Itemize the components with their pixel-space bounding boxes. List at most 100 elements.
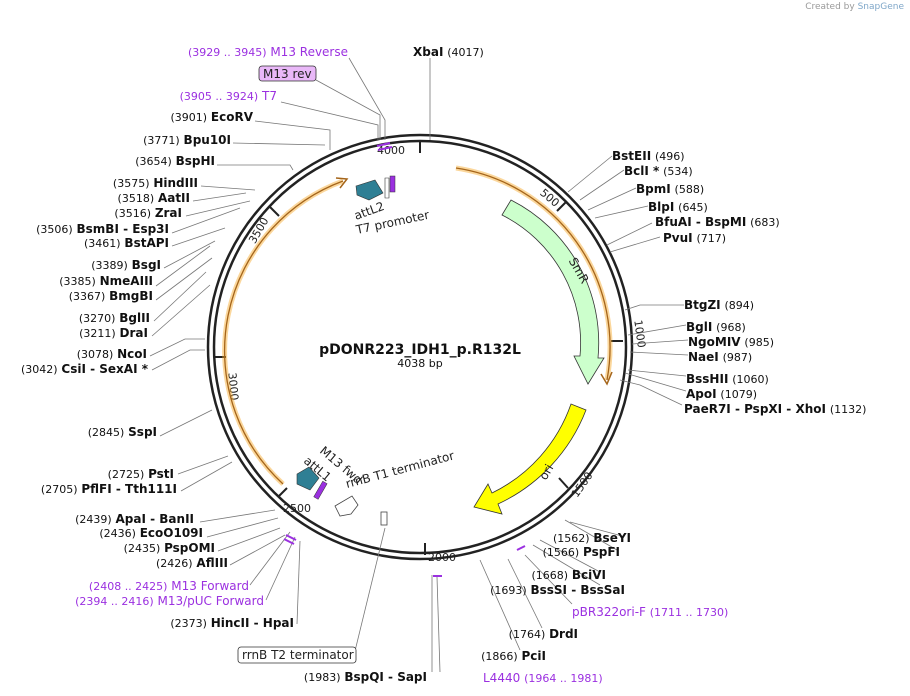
site-label: BclI * (534): [624, 164, 693, 178]
site-label: (2725) PstI: [108, 467, 174, 481]
site-label: (1983) BspQI - SapI: [304, 670, 427, 684]
site-name: Bpu10I: [184, 133, 231, 147]
orf-arc-right-head: [600, 371, 613, 386]
attl1-arrow: [296, 466, 320, 491]
site-label: (1562) BseYI: [553, 531, 631, 545]
ori-feature-arrow: [473, 403, 587, 515]
plasmid-name: pDONR223_IDH1_p.R132L: [319, 342, 521, 358]
site-label: (2845) SspI: [88, 425, 157, 439]
primer-labels: (3929 .. 3945) M13 Reverse(3905 .. 3924)…: [75, 45, 728, 685]
site-label: BfuAI - BspMI (683): [655, 215, 780, 229]
site-name: BglII: [119, 311, 150, 325]
site-name: HincII - HpaI: [211, 616, 294, 630]
site-label: (2436) EcoO109I: [99, 526, 203, 540]
rrnb-t2-label: rrnB T2 terminator: [242, 648, 354, 662]
site-position: (3506): [36, 223, 73, 236]
site-label: BlpI (645): [648, 200, 708, 214]
site-name: BclI *: [624, 164, 660, 178]
site-label: (3367) BmgBI: [69, 289, 153, 303]
site-label: BtgZI (894): [684, 298, 754, 312]
site-position: (2435): [124, 542, 161, 555]
site-name: BpmI: [636, 182, 671, 196]
site-position: (2705): [41, 483, 78, 496]
site-labels: XbaI (4017)(3901) EcoRV(3771) Bpu10I(365…: [21, 45, 866, 684]
site-name: AatII: [158, 191, 190, 205]
site-name: PvuI: [663, 231, 693, 245]
site-position: (985): [744, 336, 774, 349]
site-label: (3575) HindIII: [113, 176, 198, 190]
site-name: CsiI - SexAI *: [61, 362, 148, 376]
tick-label-2000: 2000: [428, 551, 456, 564]
orf-arc-left: [222, 178, 344, 486]
primer-label: (2408 .. 2425) M13 Forward: [89, 579, 249, 593]
site-name: BstEII: [612, 149, 651, 163]
rrnb-t2-box: [237, 646, 357, 664]
site-name: PciI: [522, 649, 547, 663]
site-position: (1566): [543, 546, 580, 559]
backbone-outer: [206, 133, 634, 561]
credit-brand: SnapGene: [857, 2, 904, 12]
site-position: (1866): [481, 650, 518, 663]
site-position: (3901): [171, 111, 208, 124]
site-name: BglI: [686, 320, 712, 334]
site-position: (1764): [509, 628, 546, 641]
smr-feature-arrow: [501, 199, 605, 385]
site-name: NgoMIV: [688, 335, 741, 349]
site-name: DraI: [120, 326, 148, 340]
site-name: BstAPI: [124, 236, 169, 250]
site-name: XbaI: [413, 45, 443, 59]
site-label: (2426) AflIII: [156, 556, 228, 570]
site-label: (3506) BsmBI - Esp3I: [36, 222, 169, 236]
site-label: ApoI (1079): [686, 387, 757, 401]
snapgene-credit: Created by SnapGene: [805, 2, 904, 12]
site-label: (3389) BsgI: [91, 258, 161, 272]
site-label: (3078) NcoI: [77, 347, 147, 361]
t7-promoter-arrow: [384, 177, 390, 199]
primer-name: L4440: [483, 671, 520, 685]
site-position: (1983): [304, 671, 341, 684]
site-label: BpmI (588): [636, 182, 704, 196]
site-name: BtgZI: [684, 298, 721, 312]
site-name: ApoI: [686, 387, 717, 401]
site-name: PstI: [148, 467, 174, 481]
site-name: NmeAIII: [100, 274, 153, 288]
site-label: (3461) BstAPI: [84, 236, 169, 250]
site-position: (3654): [135, 155, 172, 168]
site-position: (1668): [531, 569, 568, 582]
site-name: BssHII: [686, 372, 728, 386]
site-label: (2705) PflFI - Tth111I: [41, 482, 177, 496]
site-name: BciVI: [572, 568, 606, 582]
site-label: (1866) PciI: [481, 649, 546, 663]
tick-label-1000: 1000: [631, 319, 648, 349]
site-name: PspOMI: [164, 541, 215, 555]
primer-range: (3905 .. 3924): [180, 90, 259, 103]
site-position: (3575): [113, 177, 150, 190]
site-name: ZraI: [155, 206, 182, 220]
site-name: BsmBI - Esp3I: [77, 222, 169, 236]
site-label: (1566) PspFI: [543, 545, 620, 559]
site-position: (496): [655, 150, 685, 163]
site-position: (2426): [156, 557, 193, 570]
primer-name: T7: [261, 89, 277, 103]
primer-range: (2394 .. 2416): [75, 595, 154, 608]
m13fwd-primer-site: [313, 480, 328, 500]
site-label: BglI (968): [686, 320, 746, 334]
primer-label: (3905 .. 3924) T7: [180, 89, 277, 103]
site-name: BseYI: [593, 531, 631, 545]
primer-marks: [283, 142, 526, 577]
primer-range: (1964 .. 1981): [524, 672, 603, 685]
primer-name: M13/pUC Forward: [157, 594, 264, 608]
site-position: (3270): [79, 312, 116, 325]
orf-arc-right-core: [455, 167, 611, 381]
site-label: BstEII (496): [612, 149, 685, 163]
site-position: (2373): [170, 617, 207, 630]
site-name: PaeR7I - PspXI - XhoI: [684, 402, 826, 416]
site-position: (3385): [59, 275, 96, 288]
site-label: (3516) ZraI: [114, 206, 182, 220]
rrnb-t1-label: rrnB T1 terminator: [344, 448, 456, 490]
site-name: BspQI - SapI: [344, 670, 427, 684]
site-name: AflIII: [196, 556, 228, 570]
site-label: (3211) DraI: [79, 326, 148, 340]
site-label: NaeI (987): [688, 350, 752, 364]
site-name: DrdI: [549, 627, 578, 641]
